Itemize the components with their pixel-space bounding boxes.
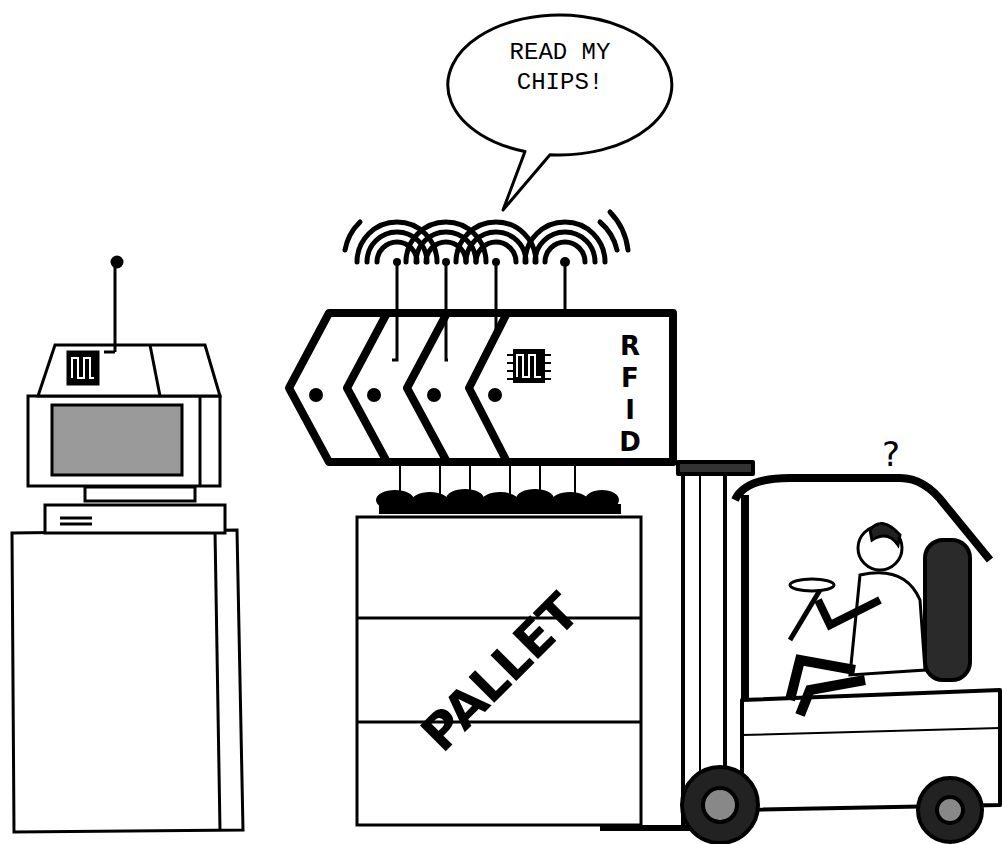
driver xyxy=(790,524,925,715)
question-mark: ? xyxy=(876,436,906,472)
node-text: RFID xyxy=(613,331,647,459)
node-text: READ MY CHIPS! xyxy=(480,38,640,98)
rfid-tag: RFID xyxy=(465,309,677,466)
tag-feet xyxy=(377,462,620,513)
radio-waves xyxy=(345,212,628,262)
speech-bubble: READ MY CHIPS! xyxy=(445,10,675,220)
forklift xyxy=(600,462,1000,843)
pallet-box: PALLET xyxy=(355,515,643,827)
rfid-tag-outline xyxy=(465,309,677,466)
rfid-reader xyxy=(12,257,243,832)
